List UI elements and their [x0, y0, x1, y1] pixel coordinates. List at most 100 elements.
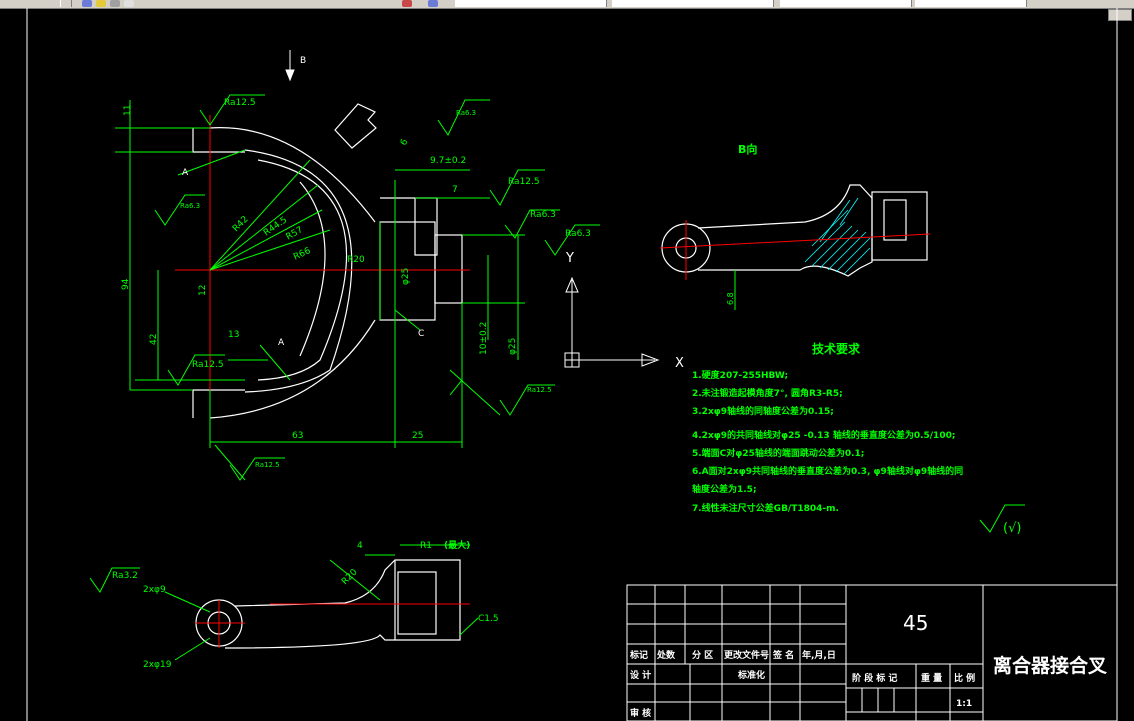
leader-phi9 [164, 591, 211, 613]
hatch-line [843, 247, 871, 275]
roughness-symbols [89, 94, 600, 593]
ucs-y-label: Y [565, 251, 574, 266]
b-view-centerline [659, 233, 931, 249]
leader-roughness [449, 379, 463, 396]
tech-req-item: 4.2xφ9的共同轴线对φ25 -0.13 轴线的垂直度公差为0.5/100; [692, 429, 955, 441]
roughness-symbol [229, 457, 285, 481]
fork-outer-arc-bottom [209, 319, 376, 419]
roughness-label: Ra12.5 [255, 461, 280, 469]
hatch-line [835, 237, 871, 273]
linetype-dropdown[interactable] [612, 0, 774, 7]
dim-phi25-hub: φ25 [401, 268, 411, 285]
scale-value: 1:1 [956, 699, 972, 709]
dim-2xphi9: 2xφ9 [143, 585, 166, 595]
fork-inner-arc [244, 149, 353, 393]
roughness-label: Ra6.3 [530, 210, 556, 220]
b-view-hatch [804, 197, 871, 275]
layer-state-icon[interactable] [402, 0, 412, 7]
color-icon[interactable] [124, 0, 134, 7]
tech-req-item: 6.A面对2xφ9共同轴线的垂直度公差为0.3, φ9轴线对φ9轴线的同 [692, 465, 963, 477]
leader-roughness [449, 369, 501, 416]
leader-r20 [329, 559, 381, 601]
plotstyle-dropdown[interactable] [915, 0, 1027, 7]
leader-c1-5 [459, 617, 479, 636]
side-view-slot [397, 571, 437, 635]
tech-req-item: 5.端面C对φ25轴线的端面跳动公差为0.1; [692, 447, 864, 459]
dim-42: 42 [149, 334, 159, 345]
hub-boss [434, 234, 463, 304]
title-block: 标记 处数 分 区 更改文件号 签 名 年,月,日 设 计 标准化 审 核 阶 … [626, 584, 1118, 721]
fork-outer-arc [209, 127, 376, 223]
roughness-symbol [489, 169, 545, 206]
tech-req-title: 技术要求 [812, 341, 861, 356]
b-view-title: B向 [738, 142, 757, 156]
ratio-label: 比 例 [954, 672, 975, 684]
lock-icon[interactable] [110, 0, 120, 7]
sun-icon[interactable] [96, 0, 106, 7]
side-view-body [224, 559, 461, 649]
dim-r66: R66 [292, 246, 313, 263]
roughness-symbol [437, 99, 490, 137]
radius-leader-r42 [209, 159, 311, 271]
lineweight-dropdown[interactable] [780, 0, 912, 7]
main-view [192, 103, 463, 419]
leader-bottom [214, 444, 246, 481]
side-view: 2xφ9 2xφ19 4 R1 (最大) R20 C1.5 [143, 539, 499, 670]
hub-slot [414, 198, 438, 256]
stage-label: 阶 段 标 记 [852, 672, 897, 684]
view-b-arrow [285, 50, 295, 82]
toolbar-separator [60, 0, 72, 7]
dim-12: 12 [198, 285, 208, 296]
main-dimension-text: B Ra12.5 Ra6.3 Ra6.3 Ra12.5 Ra6.3 Ra6.3 … [112, 56, 591, 581]
main-centerlines [175, 115, 470, 430]
dim-c1-5: C1.5 [478, 614, 499, 624]
title-block-frame [626, 584, 1118, 721]
section-a-label: A [182, 168, 189, 178]
radius-leader-r57 [209, 209, 323, 271]
roughness-label: Ra12.5 [224, 98, 256, 108]
dim-63: 63 [292, 431, 303, 441]
layer-icon[interactable] [82, 0, 92, 7]
color-dropdown[interactable] [455, 0, 607, 7]
dim-r1: R1 [420, 541, 432, 551]
roughness-symbol [154, 194, 205, 226]
roughness-label: Ra12.5 [527, 386, 552, 394]
ucs-icon [564, 276, 660, 368]
roughness-symbol [504, 209, 560, 239]
roughness-label: Ra6.3 [456, 109, 476, 117]
fork-top-tab [192, 128, 245, 153]
ucs-x-label: X [675, 356, 684, 371]
roughness-label: Ra12.5 [508, 177, 540, 187]
window-close-button[interactable] [1108, 9, 1132, 21]
leader-a2 [259, 344, 291, 381]
roughness-symbol [199, 94, 265, 126]
cad-drawing-canvas: B Ra12.5 Ra6.3 Ra6.3 Ra12.5 Ra6.3 Ra6.3 … [26, 8, 1118, 721]
b-view-hub-slot [883, 199, 907, 241]
hatch-line [819, 229, 859, 269]
radius-leader-r44 [209, 184, 319, 271]
general-roughness-text: (√) [1003, 521, 1021, 536]
roughness-symbol [89, 567, 140, 593]
fork-slot-arc [299, 181, 326, 357]
title-label: 签 名 [772, 649, 794, 661]
hatch-line [819, 199, 851, 243]
dim-phi25: φ25 [508, 338, 518, 355]
material-value: 45 [903, 611, 928, 635]
leader-phi19 [174, 637, 211, 661]
hatch-line [804, 221, 846, 263]
layer-previous-icon[interactable] [428, 0, 438, 7]
dim-r42: R42 [231, 215, 251, 235]
title-label: 处数 [656, 649, 676, 661]
roughness-label: Ra6.3 [565, 229, 591, 239]
title-label: 年,月,日 [802, 649, 836, 661]
dim-11: 11 [123, 105, 133, 116]
main-dimension-lines [115, 100, 525, 481]
dim-6: 6 [399, 137, 411, 147]
part-name: 离合器接合叉 [993, 654, 1108, 677]
standard-label: 标准化 [737, 669, 765, 681]
review-label: 审 核 [630, 707, 651, 719]
cad-toolbar [0, 0, 1134, 9]
radius-leader-r66 [209, 229, 331, 271]
roughness-label: Ra6.3 [180, 202, 200, 210]
roughness-symbol [544, 224, 600, 256]
